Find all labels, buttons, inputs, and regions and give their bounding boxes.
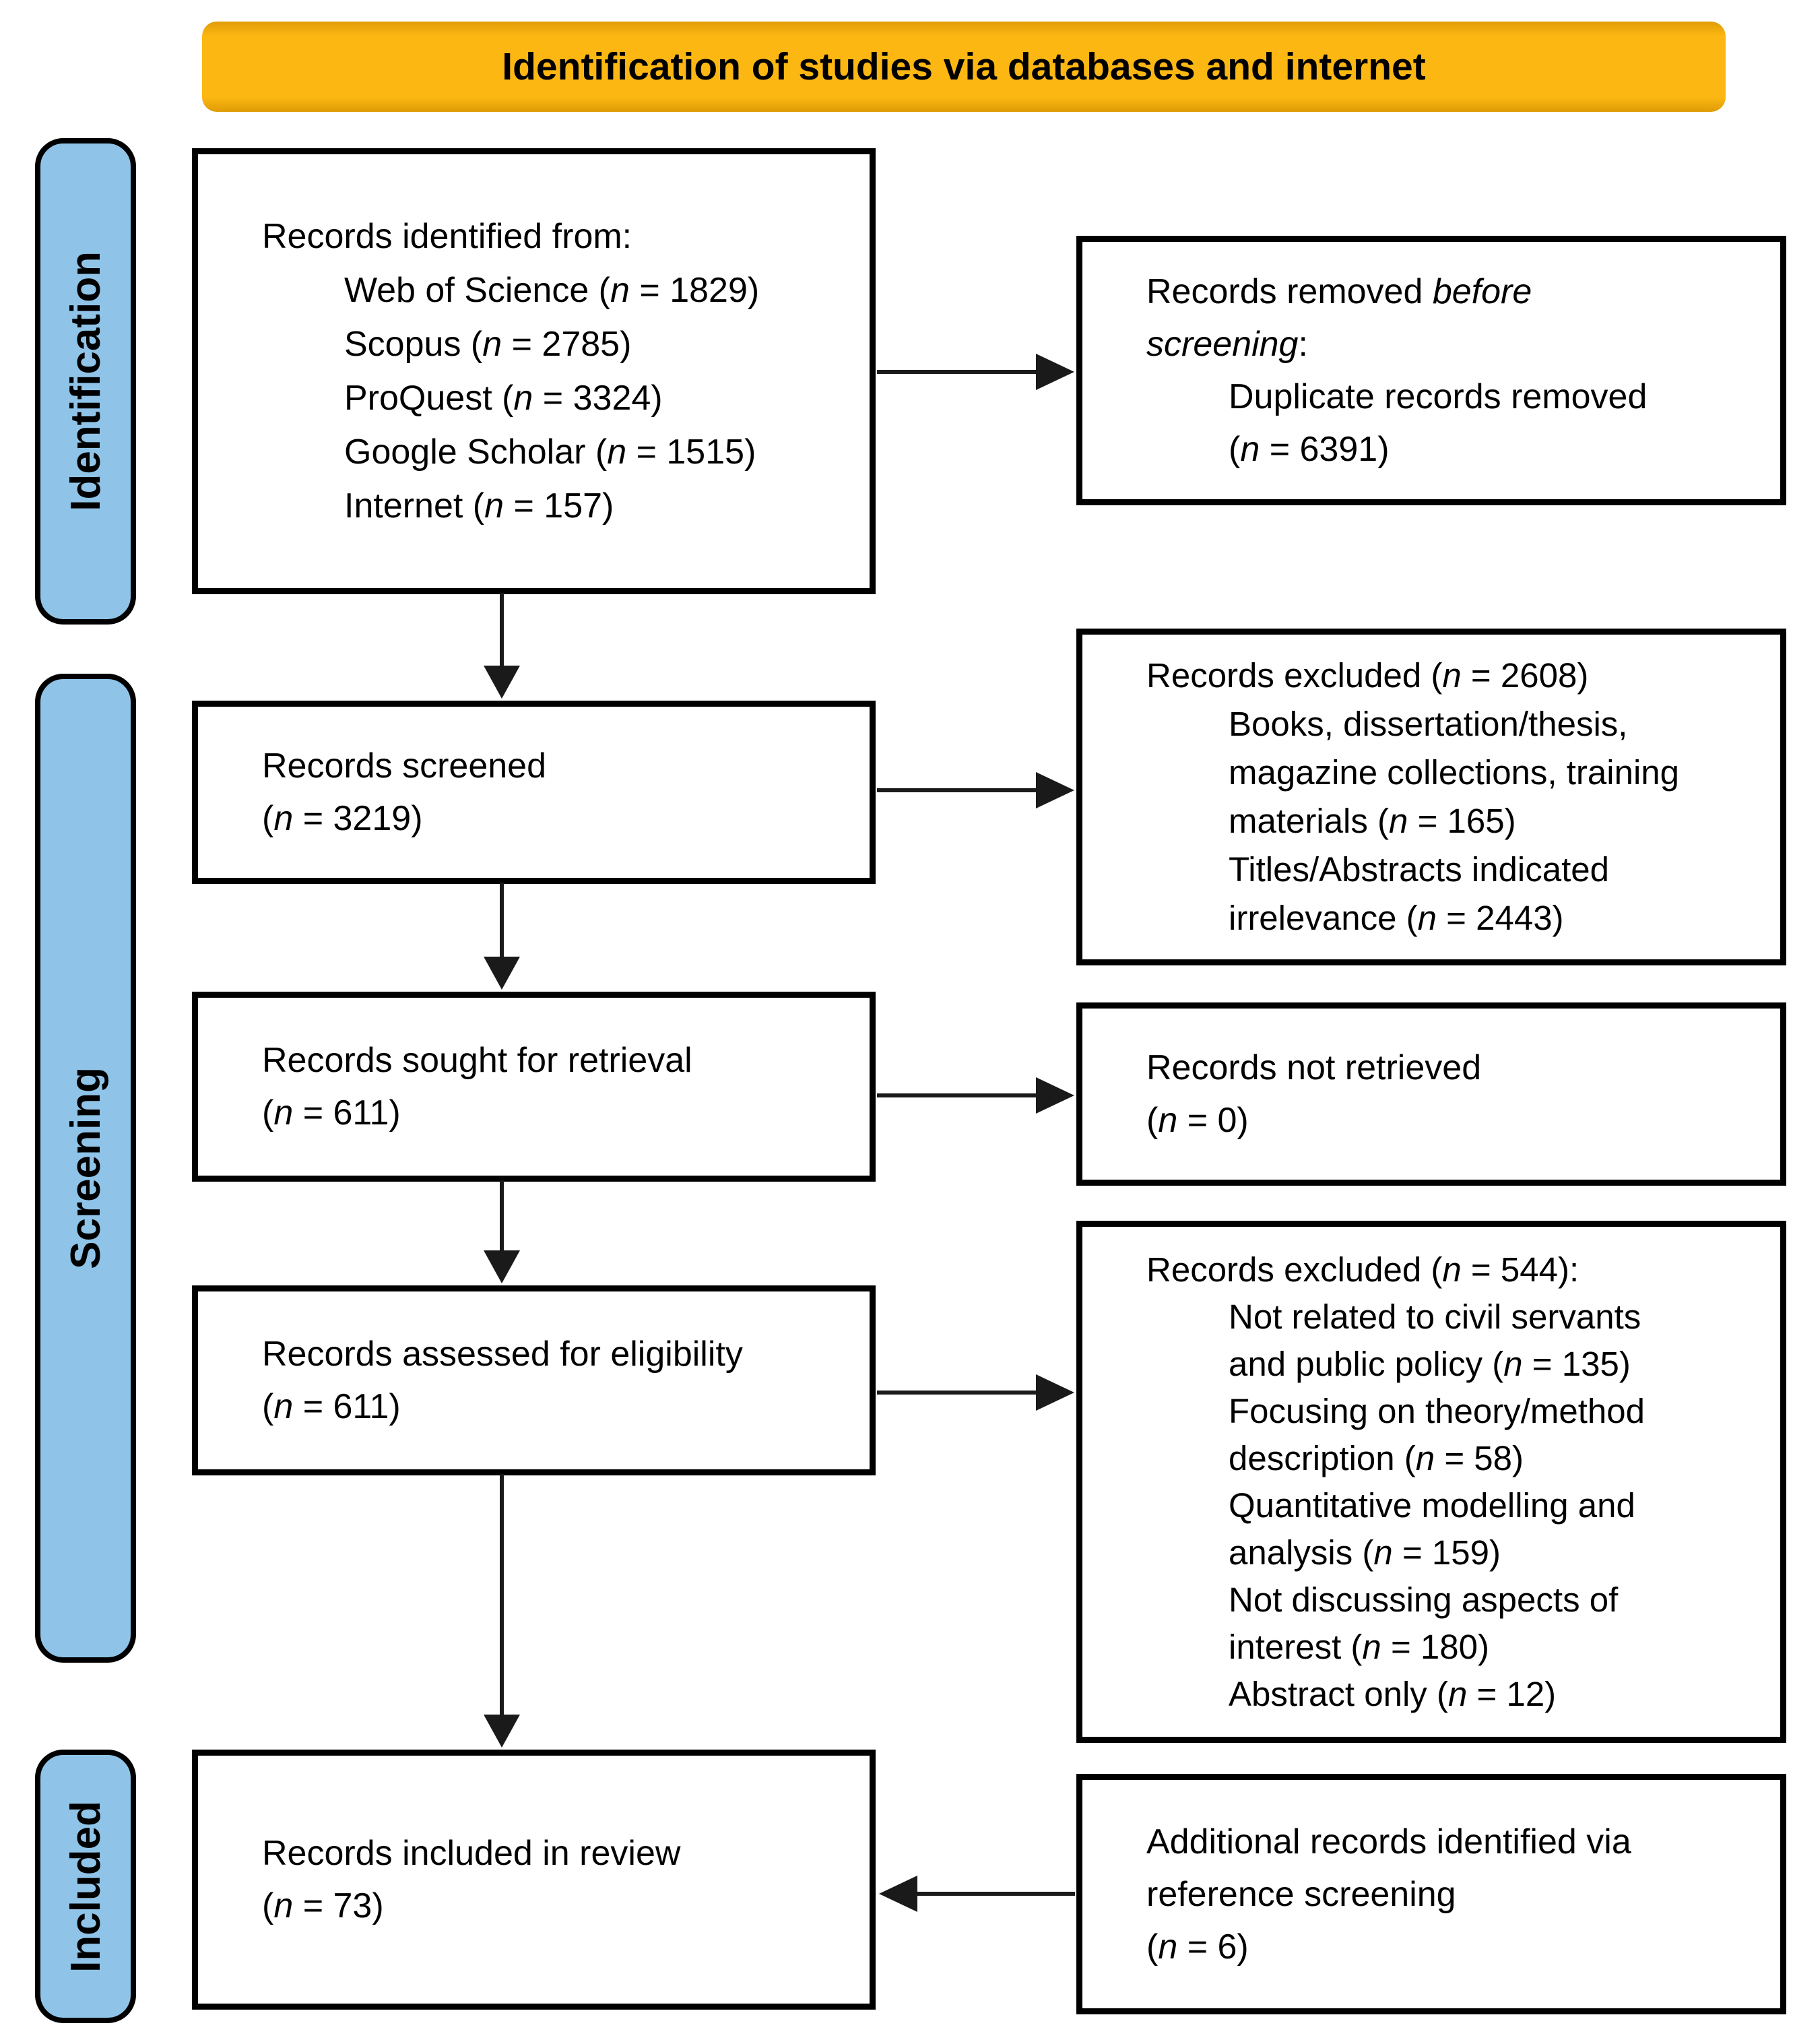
- box-records-not-retrieved: Records not retrieved(n = 0): [1076, 1002, 1786, 1186]
- arrow-assessed-to-included: [484, 1474, 520, 1748]
- stage-label-included: Included: [35, 1750, 136, 2023]
- box-records-screened: Records screened(n = 3219): [192, 701, 876, 884]
- stage-label-screening-text: Screening: [62, 1067, 109, 1269]
- box-records-excluded-screening: Records excluded (n = 2608)Books, disser…: [1076, 629, 1786, 965]
- stage-label-screening: Screening: [35, 674, 136, 1663]
- banner-title-text: Identification of studies via databases …: [502, 45, 1426, 88]
- arrow-screened-to-sought: [484, 883, 520, 990]
- stage-label-included-text: Included: [62, 1800, 109, 1973]
- banner-title: Identification of studies via databases …: [202, 22, 1726, 112]
- arrow-sought-to-not-retrieved: [877, 1077, 1074, 1114]
- arrow-additional-to-included: [879, 1876, 1075, 1912]
- box-records-sought-retrieval: Records sought for retrieval(n = 611): [192, 992, 876, 1182]
- arrow-assessed-to-excluded-eligibility: [877, 1374, 1074, 1411]
- stage-label-identification-text: Identification: [62, 251, 109, 511]
- arrow-sought-to-assessed: [484, 1180, 520, 1283]
- arrow-identified-to-removed: [877, 354, 1074, 390]
- box-records-assessed-eligibility: Records assessed for eligibility(n = 611…: [192, 1285, 876, 1475]
- stage-label-identification: Identification: [35, 138, 136, 625]
- box-records-identified: Records identified from:Web of Science (…: [192, 148, 876, 594]
- arrow-identified-to-screened: [484, 593, 520, 699]
- arrow-screened-to-excluded: [877, 772, 1074, 808]
- box-records-excluded-eligibility: Records excluded (n = 544):Not related t…: [1076, 1221, 1786, 1743]
- box-records-included-review: Records included in review(n = 73): [192, 1750, 876, 2010]
